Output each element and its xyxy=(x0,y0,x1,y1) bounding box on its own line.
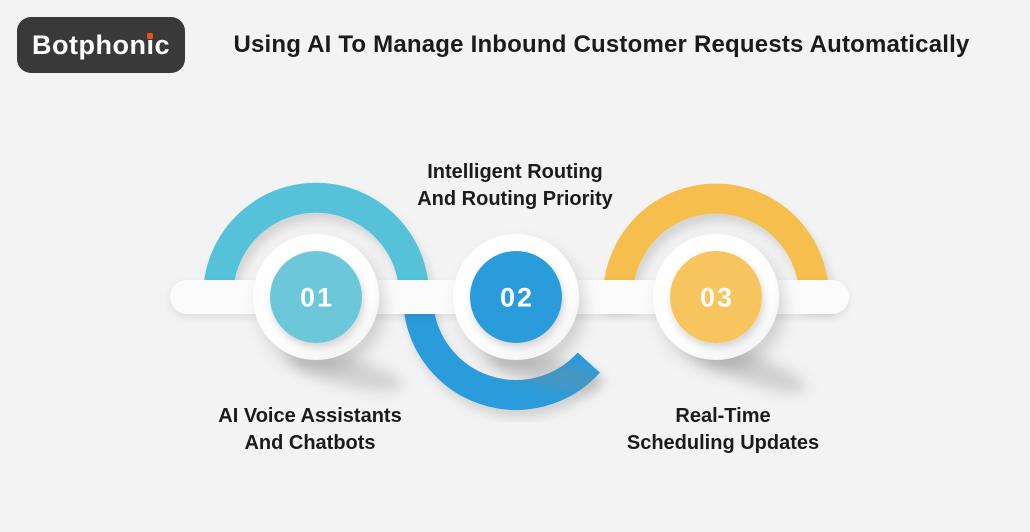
step-label-1: AI Voice Assistants And Chatbots xyxy=(150,403,470,457)
step-arc-3 xyxy=(603,183,829,307)
step-label-1-line1: AI Voice Assistants xyxy=(218,405,402,427)
brand-dot-icon xyxy=(147,32,154,39)
step-label-1-line2: And Chatbots xyxy=(244,432,376,454)
brand-letter-i-glyph: ı xyxy=(146,29,155,60)
step-label-2: Intelligent Routing And Routing Priority xyxy=(355,159,675,213)
brand-name-suffix: c xyxy=(154,29,170,60)
step-circle-inner-3 xyxy=(670,251,762,343)
step-number-3: 03 xyxy=(700,283,734,313)
circle-shadow-1 xyxy=(285,351,403,391)
step-label-2-line1: Intelligent Routing xyxy=(427,161,603,183)
step-label-2-line2: And Routing Priority xyxy=(417,188,613,210)
step-label-3: Real-Time Scheduling Updates xyxy=(563,403,883,457)
page-title: Using AI To Manage Inbound Customer Requ… xyxy=(233,31,970,58)
circle-shadow-2 xyxy=(485,351,603,391)
brand-letter-i: ı xyxy=(146,30,154,61)
step-arc-1 xyxy=(203,182,430,313)
step-circle-inner-1 xyxy=(270,251,362,343)
step-circle-inner-2 xyxy=(470,251,562,343)
step-label-3-line1: Real-Time xyxy=(675,405,771,427)
brand-name-prefix: Botphon xyxy=(32,29,147,60)
step-label-3-line2: Scheduling Updates xyxy=(626,432,820,454)
step-number-2: 02 xyxy=(500,283,534,313)
step-number-1: 01 xyxy=(300,283,334,313)
